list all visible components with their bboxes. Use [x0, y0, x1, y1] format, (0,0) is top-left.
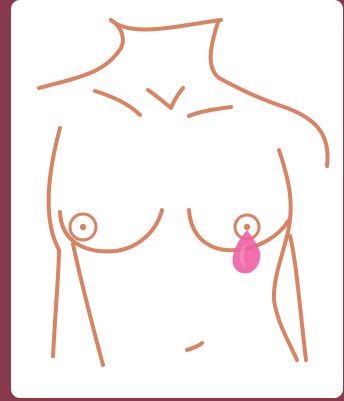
torso-illustration-icon [11, 0, 343, 398]
left-shoulder-line [39, 48, 121, 88]
right-shoulder-line [219, 78, 328, 166]
right-waist-line [290, 236, 306, 360]
right-clavicle-line [189, 107, 231, 116]
right-nipple [244, 224, 250, 230]
sternal-notch-line [148, 88, 183, 108]
illustration-card [11, 0, 343, 398]
left-waist-line [73, 244, 103, 365]
left-clavicle-line [95, 91, 140, 115]
left-chest-side-line [49, 128, 60, 356]
neck-top-line [111, 20, 221, 30]
navel-line [187, 343, 202, 350]
neck-right-line [211, 22, 219, 78]
left-nipple [80, 224, 86, 230]
